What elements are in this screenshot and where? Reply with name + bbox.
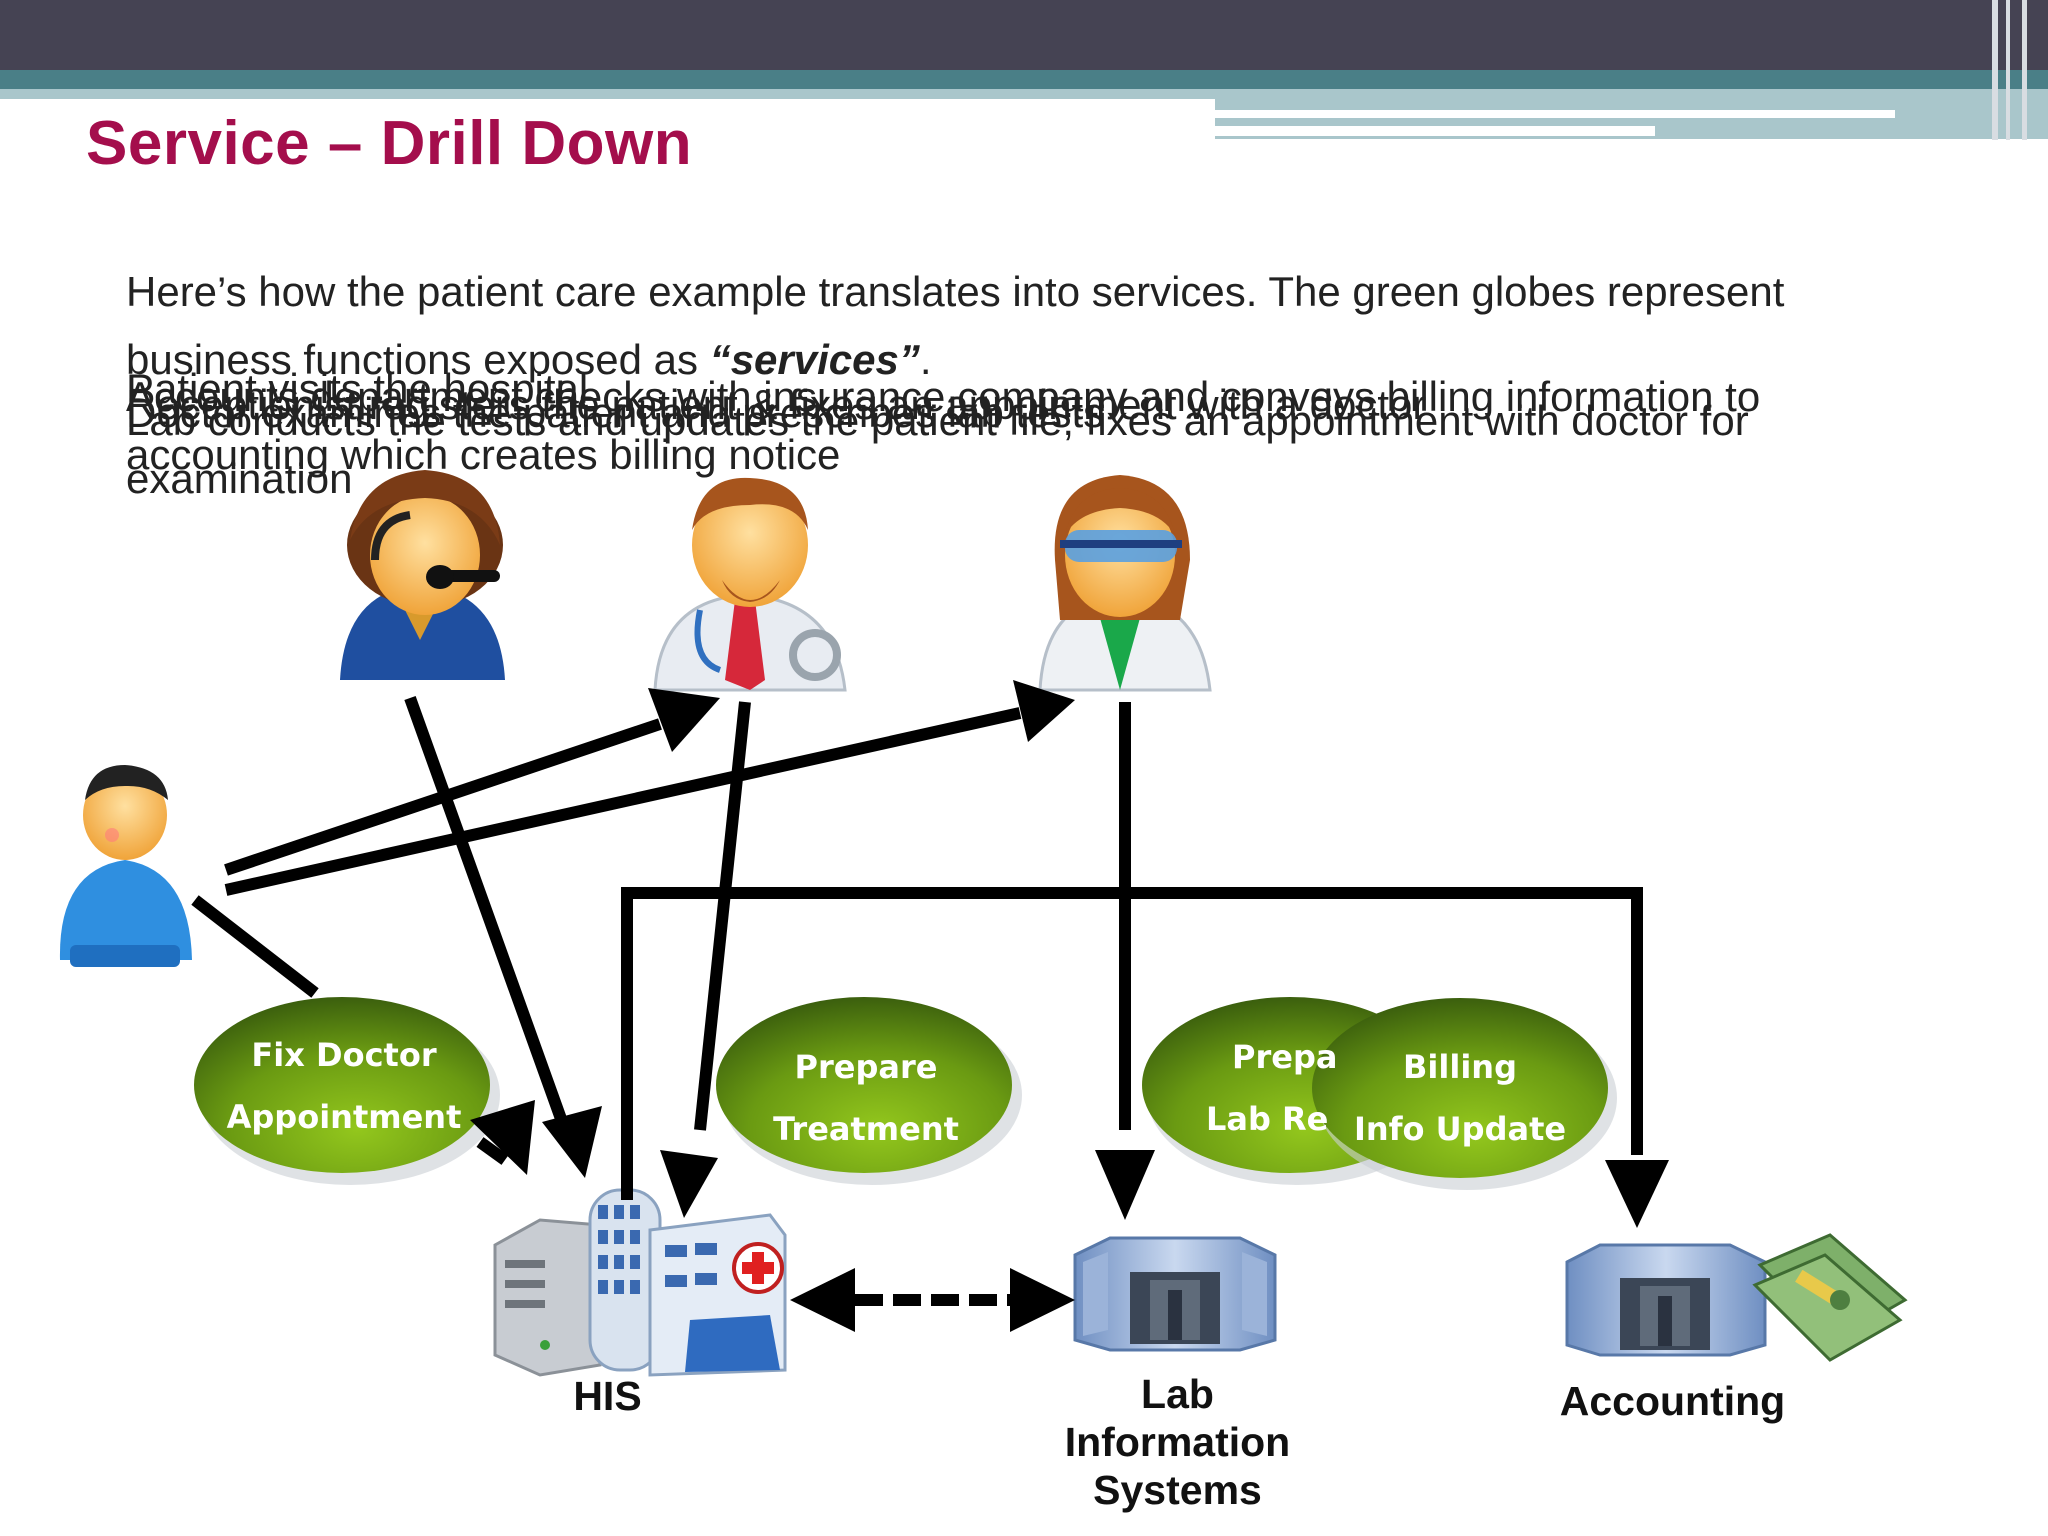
service-label-line: Lab Re: [1206, 1100, 1329, 1138]
step-caption: Patient visits the hospital: [126, 365, 589, 412]
lab-label-line: Information: [1064, 1419, 1291, 1465]
header-right-line: [1215, 110, 1895, 118]
service-label-line: Prepare: [794, 1048, 938, 1086]
slide-title: Service – Drill Down: [86, 109, 693, 178]
accounting-system-icon: [1565, 1243, 1767, 1357]
money-icon: [1752, 1233, 1908, 1362]
service-label-line: Fix Doctor: [251, 1036, 437, 1074]
header-bar: [0, 0, 2048, 70]
step-captions: Patient visits the hospital Receptionist…: [126, 360, 1846, 502]
step-caption: Receptionist registers the patient & fix…: [126, 381, 1427, 428]
intro-text: Here’s how the patient care example tran…: [126, 258, 1846, 394]
his-label: HIS: [573, 1373, 642, 1419]
step-caption: Doctor examines the patient and prescrib…: [126, 389, 1105, 436]
receptionist-icon: [340, 470, 505, 680]
service-label-line: Billing: [1403, 1048, 1517, 1086]
flow-lines: [191, 695, 1643, 1200]
service-globe-prepare-treatment: [716, 997, 1022, 1185]
arrow-head: [660, 1150, 718, 1218]
arrow-head: [470, 1100, 535, 1175]
service-prepare-lab-label: Prepa Lab Re: [1190, 1026, 1340, 1150]
patient-icon: [59, 765, 192, 967]
arrow-head: [1605, 1160, 1669, 1228]
service-globe-billing: [1312, 998, 1617, 1190]
step-caption: Lab conducts the tests and updates the p…: [126, 397, 1749, 502]
arrow-head: [542, 1106, 602, 1178]
service-label-line: Appointment: [226, 1098, 462, 1136]
arrow-head: [648, 688, 720, 752]
arrow-heads: [470, 680, 1669, 1332]
header-edge-stripe: [2022, 0, 2027, 140]
arrow-head: [1095, 1150, 1155, 1220]
header-right-line: [1215, 126, 1655, 136]
service-globe-fix-doctor: [194, 997, 500, 1185]
doctor-icon: [653, 477, 847, 692]
lab-system-label: Lab Information Systems: [1040, 1370, 1315, 1514]
service-label-line: Prepa: [1232, 1038, 1338, 1076]
his-system-icon: [493, 1188, 787, 1377]
header-edge-stripe: [2006, 0, 2010, 140]
arrow-head: [790, 1268, 855, 1332]
lab-system-icon: [1073, 1236, 1277, 1352]
service-prepare-treatment-label: Prepare Treatment: [716, 1036, 1016, 1160]
arrow-head: [1010, 1268, 1075, 1332]
intro-end: .: [919, 336, 932, 383]
service-fix-doctor-label: Fix Doctor Appointment: [194, 1024, 494, 1148]
service-billing-label: Billing Info Update: [1310, 1036, 1610, 1160]
service-label-line: Treatment: [773, 1110, 959, 1148]
header-edge-stripe: [1992, 0, 1998, 140]
service-label-line: Info Update: [1353, 1110, 1567, 1148]
arrow-head: [1013, 680, 1075, 742]
intro-emphasis: “services”: [709, 336, 920, 383]
intro-main: Here’s how the patient care example tran…: [126, 268, 1785, 383]
accounting-label: Accounting: [1559, 1378, 1786, 1424]
step-caption: Accounts department checks with insuranc…: [126, 373, 1761, 478]
lab-label-line: Systems: [1093, 1467, 1262, 1513]
lab-label-line: Lab: [1141, 1371, 1214, 1417]
header-accent-bar: [0, 70, 2048, 89]
lab-technician-icon: [1038, 475, 1212, 692]
header-light-bar: [0, 89, 1215, 99]
